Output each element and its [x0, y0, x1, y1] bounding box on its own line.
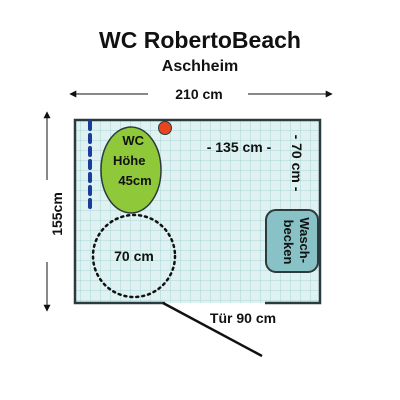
- turning-circle-label: 70 cm: [114, 248, 154, 264]
- plan-title: WC RobertoBeach: [99, 27, 301, 53]
- flush-button: [158, 121, 172, 135]
- plan-subtitle: Aschheim: [161, 58, 239, 75]
- sink: [265, 209, 319, 273]
- sink-label-line-1: Wasch-: [297, 217, 312, 263]
- toilet-label: WC Höhe 45cm: [113, 133, 152, 188]
- turning-circle: [91, 213, 177, 299]
- side-space-label: - 70 cm -: [289, 135, 305, 192]
- door: [162, 301, 263, 358]
- sink-label-line-2: becken: [281, 220, 296, 265]
- room-walls: [73, 118, 322, 305]
- toilet: [100, 126, 162, 214]
- height-label: 155cm: [49, 192, 65, 236]
- free-width-label: - 135 cm -: [207, 139, 272, 155]
- sink-label: Wasch- becken: [281, 217, 312, 266]
- door-label: Tür 90 cm: [210, 310, 276, 326]
- width-label: 210 cm: [175, 86, 222, 102]
- toilet-label-line-1: WC: [122, 133, 144, 148]
- toilet-label-line-3: 45cm: [118, 173, 151, 188]
- toilet-label-line-2: Höhe: [113, 153, 146, 168]
